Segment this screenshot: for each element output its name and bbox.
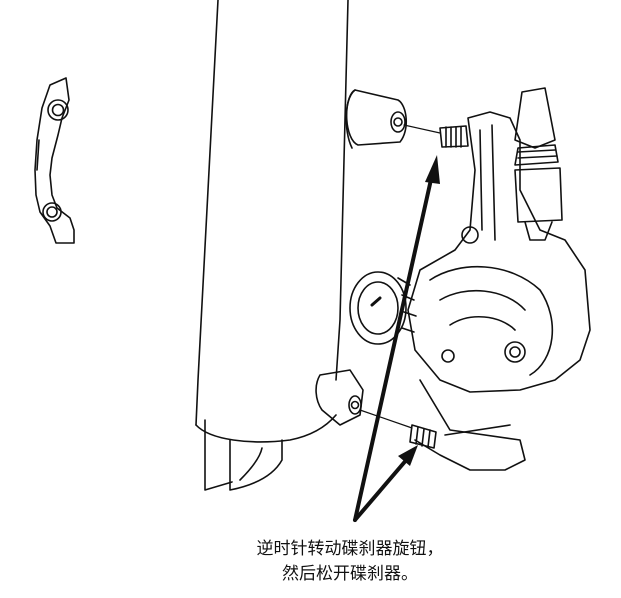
- lower-fork-mount-boss: [315, 369, 413, 429]
- adapter-bracket: [34, 77, 75, 244]
- arrowhead-upper-icon: [425, 155, 440, 184]
- caption-line-2: 然后松开碟刹器。: [282, 564, 418, 584]
- caption-line-1: 逆时针转动碟刹器旋钮，: [256, 539, 444, 559]
- pointer-arrows: [353, 173, 434, 522]
- arrowhead-lower-icon: [398, 445, 418, 466]
- arrow-to-lower-bolt: [353, 456, 410, 522]
- fork-leg: [195, 0, 349, 491]
- upper-fork-mount-boss: [345, 89, 441, 149]
- pad-adjust-knob: [349, 271, 417, 345]
- brake-hose-fitting: [514, 87, 563, 241]
- lower-mount-bolt: [409, 424, 437, 449]
- caliper-body: [407, 111, 591, 471]
- arrow-to-upper-bolt: [353, 173, 434, 522]
- upper-mount-bolt: [439, 125, 469, 148]
